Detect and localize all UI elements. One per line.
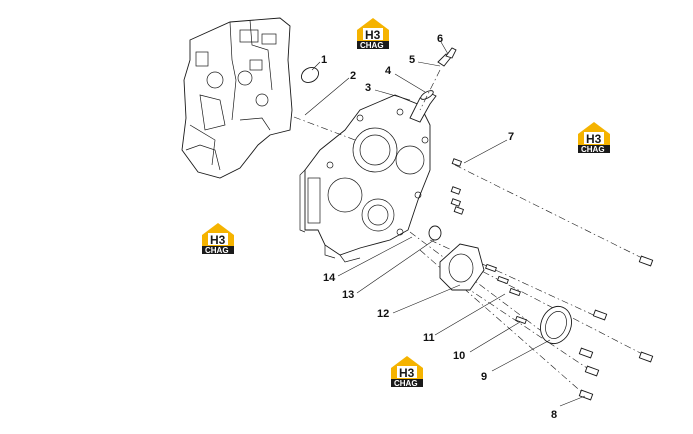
svg-text:CHAG: CHAG [394,379,418,388]
bolt [515,315,527,325]
bolt [638,351,654,363]
bolt [450,186,462,195]
svg-text:CHAG: CHAG [360,41,384,50]
o-ring [301,67,319,83]
callout-11: 11 [423,332,435,344]
bolt [451,158,463,167]
svg-text:H3: H3 [586,132,602,146]
bolt [584,365,600,377]
svg-text:H3: H3 [210,233,226,247]
filler-tube [409,47,457,123]
watermark-logo: H3 CHAG [391,356,423,388]
callout-8: 8 [551,409,557,421]
bolt [509,287,521,297]
callout-1: 1 [321,54,327,66]
bolt [638,255,654,267]
leader-lines [304,41,586,407]
watermark-logo: H3 CHAG [202,223,234,255]
bolt [450,198,462,207]
callout-5: 5 [409,54,415,66]
svg-text:CHAG: CHAG [581,145,605,154]
callout-10: 10 [453,350,465,362]
svg-text:H3: H3 [365,28,381,42]
watermark-logo: H3 CHAG [578,122,610,154]
callout-7: 7 [508,131,514,143]
front-seal [540,305,572,345]
callout-3: 3 [365,82,371,94]
seal-retainer-plate [439,243,485,291]
bolt [592,309,608,321]
small-seal [428,225,442,241]
callout-14: 14 [323,272,336,284]
bolts [450,158,654,401]
callout-13: 13 [342,289,354,301]
bolt [578,389,594,401]
callout-12: 12 [377,308,389,320]
bolt [578,347,594,359]
svg-text:CHAG: CHAG [205,246,229,255]
watermark-logo: H3 CHAG [357,18,389,50]
bolt [497,275,509,285]
callout-2: 2 [350,70,356,82]
engine-block [181,17,293,179]
callout-9: 9 [481,371,487,383]
bolt [453,206,465,215]
callout-labels: 1 2 3 4 5 6 7 8 9 10 11 12 13 14 [321,33,557,421]
callout-6: 6 [437,33,443,45]
bolt [485,263,497,273]
timing-cover-housing [299,94,431,263]
callout-4: 4 [385,65,392,77]
svg-text:H3: H3 [399,366,415,380]
